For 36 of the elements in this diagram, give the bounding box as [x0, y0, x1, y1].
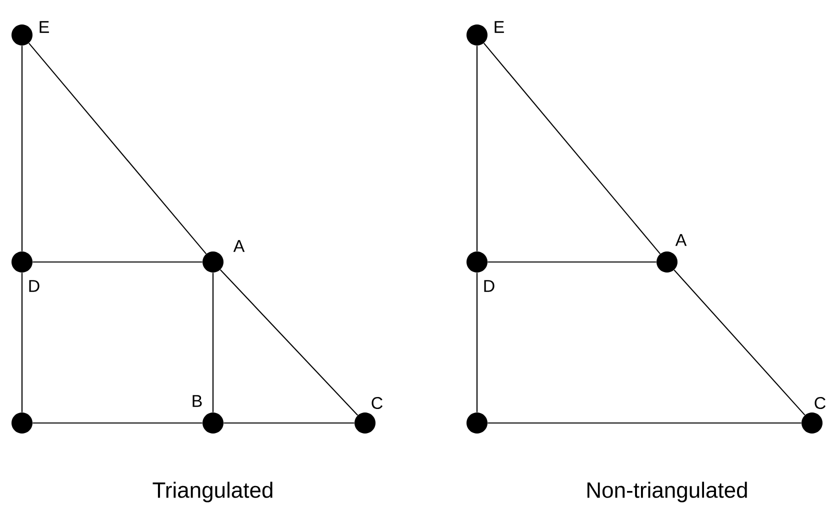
vertex-dot — [12, 252, 32, 272]
vertex-label: A — [675, 234, 687, 246]
caption: Triangulated — [152, 482, 272, 502]
line — [488, 422, 802, 424]
vertex-dot — [466, 24, 488, 46]
line — [224, 422, 354, 424]
line — [32, 422, 202, 424]
line — [220, 269, 358, 416]
caption: Non-triangulated — [587, 482, 747, 502]
vertex-dot — [202, 252, 224, 272]
line — [32, 261, 202, 263]
line — [476, 46, 478, 252]
line — [674, 270, 806, 416]
vertex-label: A — [233, 240, 245, 252]
line — [476, 272, 478, 412]
vertex-dot — [202, 412, 224, 434]
vertex-label: D — [29, 280, 40, 292]
line — [28, 42, 207, 254]
vertex-label: D — [484, 280, 494, 292]
vertex-dot — [12, 412, 32, 434]
vertex-label: C — [372, 396, 382, 410]
vertex-dot — [802, 412, 822, 434]
line — [21, 272, 23, 412]
line — [488, 261, 656, 263]
vertex-label: E — [494, 21, 504, 33]
vertex-label: E — [40, 21, 49, 33]
vertex-dot — [466, 412, 488, 434]
vertex-label: B — [192, 395, 202, 407]
line — [483, 42, 661, 254]
line — [212, 272, 214, 412]
vertex-dot — [354, 412, 376, 434]
vertex-label: C — [814, 396, 826, 410]
vertex-dot — [466, 252, 488, 272]
vertex-dot — [12, 24, 32, 46]
vertex-dot — [656, 252, 678, 272]
line — [21, 46, 23, 252]
